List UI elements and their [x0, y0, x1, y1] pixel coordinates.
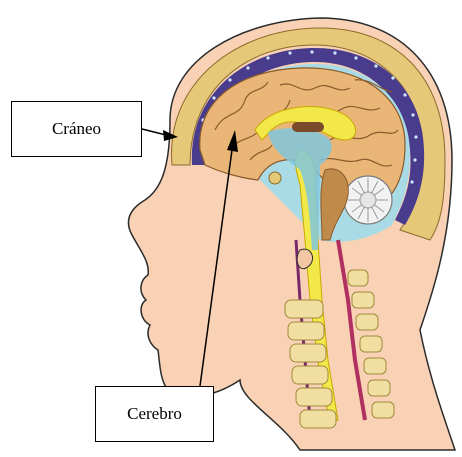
label-skull-text: Cráneo — [52, 119, 101, 139]
label-skull: Cráneo — [11, 101, 142, 157]
label-brain-text: Cerebro — [127, 404, 182, 424]
label-brain: Cerebro — [95, 386, 214, 442]
cerebellum — [344, 176, 392, 224]
pituitary — [269, 172, 281, 184]
brain-feature — [292, 122, 324, 132]
